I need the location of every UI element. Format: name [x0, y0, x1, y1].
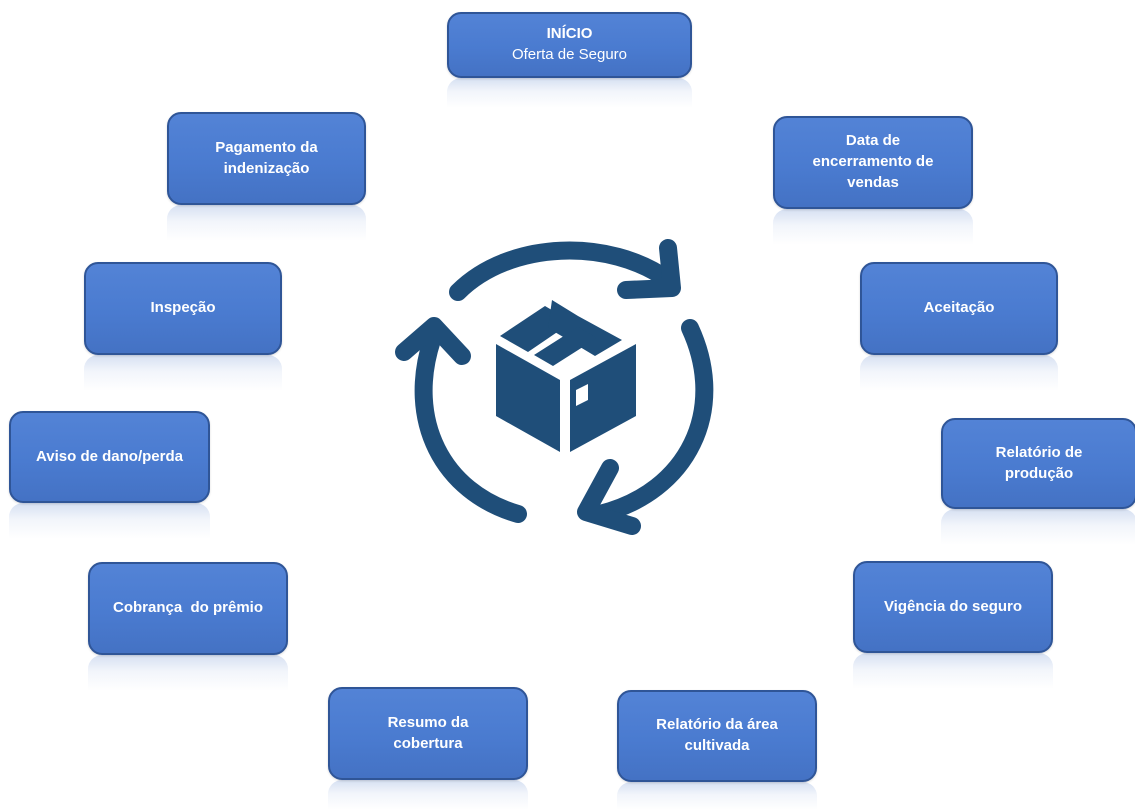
step-acceptance-reflection [860, 355, 1058, 391]
step-production-report-reflection [941, 509, 1135, 545]
arrowhead-left-icon [395, 317, 471, 365]
step-sales-closing-date: Data de encerramento de vendas [773, 116, 973, 209]
step-indemnity-payment: Pagamento da indenização [167, 112, 366, 205]
step-production-report-ghost-text [941, 522, 1135, 542]
step-damage-loss-notice: Aviso de dano/perda [9, 411, 210, 503]
step-label-line: cultivada [684, 737, 750, 754]
step-closing-date-ghost-text [773, 212, 973, 232]
step-label-line: Inspeção [150, 299, 216, 317]
step-label-line: Pagamento da [215, 138, 318, 156]
step-label-line: produção [1004, 464, 1074, 482]
step-label-line: cobertura [393, 734, 463, 752]
cycle-arrow-top-icon [449, 241, 677, 301]
step-closing-date-reflection [773, 209, 973, 245]
step-label-line: Cobrança do prêmio [112, 599, 264, 617]
arrowhead-top-icon [617, 239, 681, 299]
step-inspection-reflection [84, 355, 282, 391]
step-label-line: Data de [845, 132, 901, 150]
cycle-box-icon [395, 239, 714, 535]
start-node-ghost-text [447, 80, 692, 102]
box-icon [496, 300, 636, 452]
step-label-line: Relatório de [995, 443, 1083, 461]
step-coverage-summary: Resumo da cobertura [328, 687, 528, 780]
step-inspection: Inspeção [84, 262, 282, 355]
step-label-line: Relatório da área [656, 716, 778, 734]
step-insurance-validity: Vigência do seguro [853, 561, 1053, 653]
arrowhead-right-icon [577, 459, 641, 535]
step-premium-collection: Cobrança do prêmio [88, 562, 288, 655]
step-label-line: Vigência do seguro [883, 597, 1023, 615]
step-label-line: Aviso de dano/perda [36, 447, 183, 465]
step-label-line: encerramento de [812, 153, 934, 171]
step-label-line: vendas [847, 173, 899, 191]
start-node-reflection [447, 78, 692, 108]
step-coverage-summary-reflection [328, 780, 528, 810]
start-node-title: INÍCIO [546, 25, 593, 43]
step-cultivated-area-report-reflection [617, 782, 817, 810]
cycle-arrow-left-icon [414, 331, 527, 523]
step-cultivated-area-report: Relatório da área cultivada [617, 690, 817, 782]
step-insurance-validity-reflection [853, 653, 1053, 689]
step-label-line: Aceitação [923, 299, 995, 317]
step-indemnity-payment-reflection [167, 205, 366, 241]
start-node: INÍCIO Oferta de Seguro [447, 12, 692, 78]
step-label-line: Resumo da [387, 713, 469, 731]
start-node-subtitle: Oferta de Seguro [511, 46, 628, 63]
step-label-line: indenização [223, 159, 310, 177]
step-damage-notice-reflection [9, 503, 210, 539]
step-production-report: Relatório de produção [941, 418, 1135, 509]
step-acceptance: Aceitação [860, 262, 1058, 355]
step-premium-collection-reflection [88, 655, 288, 691]
cycle-arrow-right-icon [591, 319, 714, 523]
